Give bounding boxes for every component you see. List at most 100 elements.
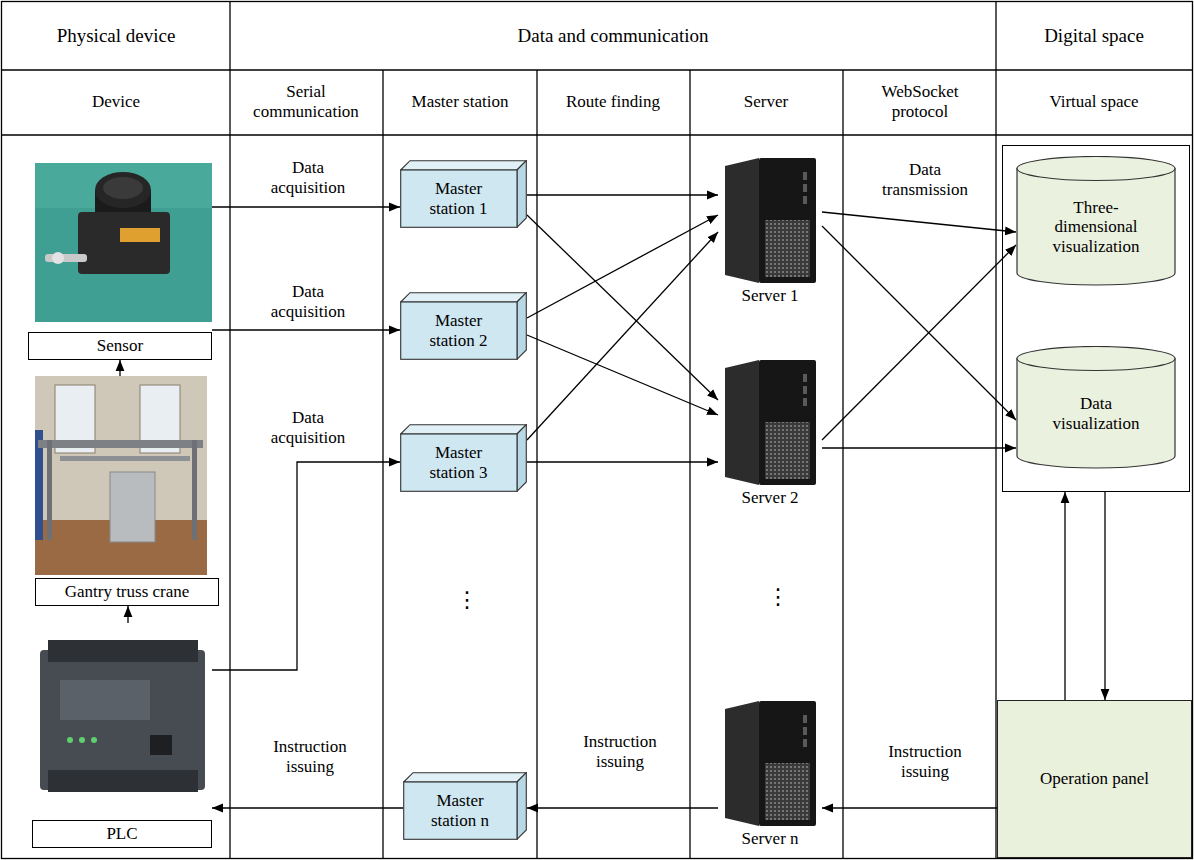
header-label: Digital space: [999, 25, 1189, 47]
connector-arrow: [822, 245, 1016, 440]
plc-photo: [40, 650, 205, 790]
edge-label: Data transmission: [870, 160, 980, 199]
crane-node: Gantry truss crane: [35, 376, 219, 606]
crane-photo: [38, 440, 203, 448]
sensor-photo: [35, 163, 212, 322]
server-icon: [725, 360, 816, 485]
device-label-box: Gantry truss crane: [35, 578, 219, 606]
plc-photo: [79, 737, 85, 743]
edge-label: Instruction issuing: [875, 742, 975, 781]
crane-photo: [35, 376, 207, 575]
plc-photo: [67, 737, 73, 743]
node-text: Server 1: [741, 286, 798, 306]
node-text: Master station 1: [412, 179, 505, 218]
master-station-box: Master station 2: [400, 292, 527, 360]
connector-arrow: [1104, 492, 1105, 700]
node-text: PLC: [106, 824, 137, 844]
edge-label: Data acquisition: [258, 408, 358, 447]
header-label: Serial communication: [246, 82, 366, 121]
connector-arrow: [127, 606, 128, 623]
node-text: Data visualization: [1038, 394, 1154, 433]
table-grid: [689, 70, 690, 859]
server-node: Server 1: [718, 158, 822, 310]
header-label: Data and communication: [413, 25, 813, 47]
connector-arrow: [527, 194, 718, 195]
device-label-box: PLC: [32, 820, 212, 848]
connector-arrow: [822, 807, 997, 808]
sensor-photo: [35, 163, 212, 208]
virtual-space-box: Three-dimensional visualizationData visu…: [1002, 145, 1190, 492]
connector-arrow: [527, 215, 718, 400]
node-text: Gantry truss crane: [65, 582, 190, 602]
header-label: ⋮: [763, 584, 793, 609]
connector-arrow: [822, 212, 1016, 232]
edge-label: Instruction issuing: [260, 737, 360, 776]
table-grid: [382, 70, 383, 859]
server-icon: [725, 158, 816, 283]
header-label: Route finding: [539, 92, 687, 112]
header-label: Physical device: [6, 25, 226, 47]
plc-photo: [91, 737, 97, 743]
node-text: Master station n: [415, 791, 505, 830]
server-node: Server n: [718, 701, 822, 853]
edge-label: Data acquisition: [258, 282, 358, 321]
crane-photo: [110, 472, 155, 542]
node-text: Three-dimensional visualization: [1038, 198, 1154, 257]
edge-label: Instruction issuing: [570, 732, 670, 771]
node-text: Master station 2: [412, 311, 505, 350]
plc-photo: [150, 735, 172, 755]
connector-arrow: [527, 461, 718, 462]
connector-arrow: [212, 206, 400, 207]
header-label: ⋮: [452, 587, 482, 612]
connector-arrow: [212, 807, 403, 808]
connector-arrow: [822, 447, 1016, 448]
sensor-photo: [78, 212, 170, 274]
header-label: Virtual space: [1002, 92, 1187, 112]
device-label-box: Sensor: [28, 332, 212, 360]
node-text: Server 2: [741, 488, 798, 508]
table-grid: [842, 70, 843, 859]
connector-arrow: [212, 329, 400, 330]
sensor-photo: [45, 254, 87, 262]
header-label: Device: [6, 92, 226, 112]
server-icon: [725, 701, 816, 826]
node-text: Sensor: [97, 336, 143, 356]
plc-photo: [48, 640, 198, 662]
plc-photo: [48, 770, 198, 792]
sensor-photo: [95, 172, 151, 208]
storage-cylinder: Data visualization: [1016, 346, 1176, 469]
header-label: Server: [692, 92, 840, 112]
edge-label: Data acquisition: [258, 158, 358, 197]
connector-arrow: [527, 215, 718, 318]
sensor-photo: [120, 228, 160, 242]
master-station-box: Master station 3: [400, 424, 527, 492]
plc-photo: [60, 680, 150, 720]
table-grid: [2, 69, 1193, 70]
storage-cylinder: Three-dimensional visualization: [1016, 156, 1176, 286]
sensor-photo: [103, 177, 143, 199]
connector-arrow: [1064, 492, 1065, 700]
table-grid: [2, 134, 1193, 135]
operation-panel-box: Operation panel: [997, 700, 1192, 858]
node-text: Master station 3: [412, 443, 505, 482]
crane-photo: [192, 440, 197, 540]
crane-photo: [60, 456, 190, 461]
table-grid: [536, 70, 537, 859]
connector-arrow: [527, 232, 718, 440]
connector-arrow: [527, 335, 718, 415]
crane-photo: [35, 376, 207, 575]
server-node: Server 2: [718, 360, 822, 512]
connector-arrow: [822, 226, 1016, 420]
connector-arrow: [527, 807, 718, 808]
sensor-photo: [35, 163, 212, 322]
plc-node: PLC: [32, 623, 212, 848]
master-station-box: Master station 1: [400, 160, 527, 228]
header-label: Master station: [386, 92, 534, 112]
crane-photo: [47, 440, 52, 540]
master-station-box: Master station n: [403, 772, 527, 840]
node-text: Operation panel: [1040, 769, 1149, 789]
connector-layer: [120, 195, 1105, 808]
sensor-photo: [52, 252, 64, 264]
